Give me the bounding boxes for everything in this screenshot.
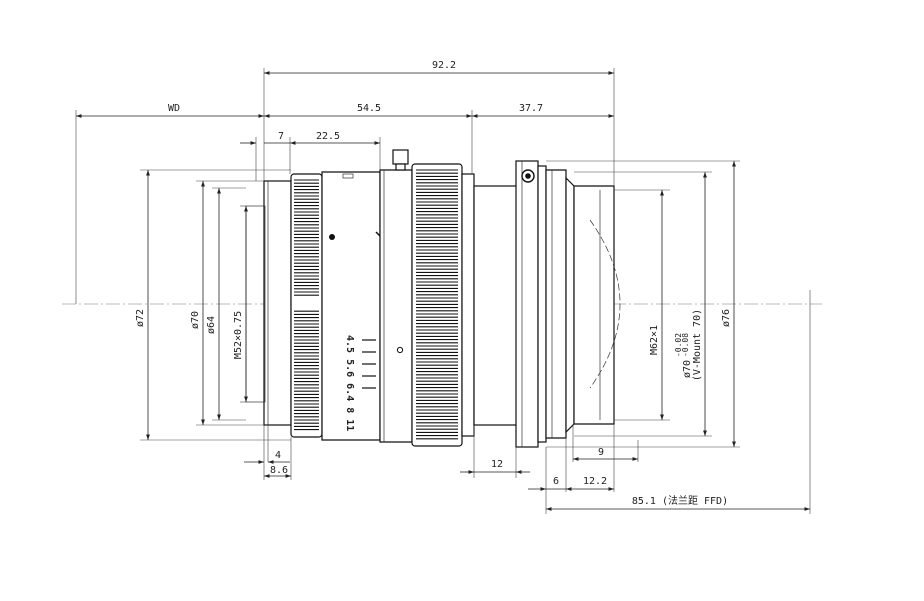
focus-ring-knurling — [294, 179, 319, 431]
aperture-lock-ring — [379, 169, 413, 443]
dim-rear-6: 6 — [553, 476, 559, 487]
dim-d76: ø76 — [721, 309, 732, 327]
dim-shoulder-12: 12 — [491, 459, 503, 470]
dim-wd: WD — [168, 103, 180, 114]
dim-front-step-86: 8.6 — [270, 465, 288, 476]
dim-front-step-4: 4 — [275, 450, 281, 461]
dim-front-thread: M52×0.75 — [233, 311, 244, 359]
aperture-scale-ticks — [362, 339, 376, 389]
dim-d70-front: ø70 — [190, 311, 201, 329]
dim-vmount-tol-upper: -0.02 — [674, 333, 683, 357]
front-thread-section — [263, 180, 292, 426]
dim-vmount-dia: ø70 — [682, 360, 693, 378]
barrel-screw — [329, 234, 335, 240]
bottom-dimensions: 4 8.6 12 9 6 12.2 85.1 (法兰距 FFD) — [244, 290, 811, 514]
iris-ring-knurling — [416, 169, 458, 440]
lens-body: 4.5 5.6 6.4 8 11 — [245, 149, 621, 448]
mount-groove — [545, 169, 567, 439]
dim-vmount-tol-lower: -0.08 — [681, 333, 690, 357]
rear-shoulder — [473, 185, 521, 426]
aperture-scale-text: 4.5 5.6 6.4 8 11 — [344, 335, 355, 431]
top-dimensions: 92.2 WD 54.5 37.7 7 22.5 — [75, 60, 615, 304]
dim-rear-122: 12.2 — [583, 476, 607, 487]
dim-front-ring: 7 — [278, 131, 284, 142]
dim-body-length: 54.5 — [357, 103, 381, 114]
dim-vmount-label: (V-Mount 70) — [692, 309, 703, 381]
rear-diameter-dimensions: M62×1 ø70 -0.02 -0.08 (V-Mount 70) ø76 — [546, 160, 740, 448]
dim-focus-ring: 22.5 — [316, 131, 340, 142]
lock-screw — [392, 149, 409, 165]
dim-ffd: 85.1 (法兰距 FFD) — [632, 494, 728, 507]
dim-rear-9: 9 — [598, 447, 604, 458]
dim-rear-length: 37.7 — [519, 103, 543, 114]
dim-d64: ø64 — [206, 316, 217, 334]
dim-rear-thread: M62×1 — [649, 325, 660, 355]
rear-element-housing — [573, 185, 615, 425]
front-diameter-dimensions: ø72 ø70 ø64 M52×0.75 — [135, 169, 291, 441]
v-mount-flange — [515, 160, 539, 448]
dim-overall-length: 92.2 — [432, 60, 456, 71]
lens-neck — [461, 173, 475, 437]
dim-d72: ø72 — [135, 309, 146, 327]
